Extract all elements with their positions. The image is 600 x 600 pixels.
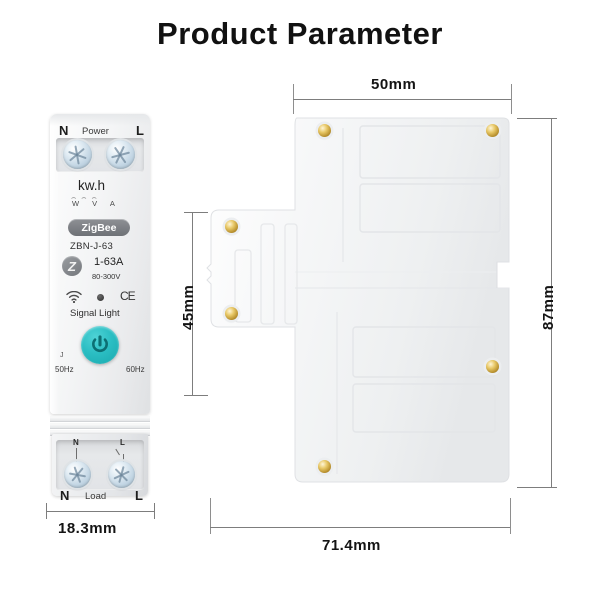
bottom-terminal-screw-n[interactable] (64, 461, 91, 488)
dim-ext-line-50mm-right (511, 84, 512, 114)
bottom-wire-line-n (76, 448, 77, 464)
bottom-terminal-load-label: Load (85, 491, 107, 502)
dim-label-total-width: 71.4mm (322, 537, 381, 554)
rivet-bottom-left (318, 460, 331, 473)
dim-tick-middle-height-top (184, 212, 208, 213)
top-terminal-power-label: Power (82, 126, 109, 137)
top-terminal-screw-n[interactable] (63, 140, 92, 169)
frequency-50hz-label: 50Hz (55, 365, 74, 374)
rivet-top-right (486, 124, 499, 137)
rivet-middle-lower (225, 307, 238, 320)
bottom-terminal-l-label: L (135, 488, 143, 503)
model-number-label: ZBN-J-63 (70, 241, 114, 252)
rivet-bottom-right (486, 360, 499, 373)
dim-label-front-width: 18.3mm (58, 520, 117, 537)
dim-tick-front-width-left (46, 503, 47, 519)
top-terminal-n-label: N (59, 123, 69, 138)
ce-mark-label: CE (120, 289, 136, 303)
signal-wifi-icon (66, 290, 82, 304)
front-view-device: N Power L kw.h ⌢⌢⌢ W V A ZigBee ZBN-J-63… (44, 104, 156, 503)
voltage-rating-label: 80-300V (92, 272, 121, 281)
power-button[interactable] (81, 326, 119, 364)
dim-ext-line-714mm-left (210, 498, 211, 534)
frequency-60hz-label: 60Hz (126, 365, 145, 374)
zigbee-logo-icon: Z (62, 256, 82, 276)
dim-tick-front-width-right (154, 503, 155, 519)
status-led-indicator (97, 294, 104, 301)
dim-tick-total-height-bottom (517, 487, 557, 488)
rivet-top-left (318, 124, 331, 137)
dim-line-total-width (210, 527, 510, 528)
bottom-terminal-n-label: N (60, 488, 70, 503)
bottom-terminal-screw-l[interactable] (108, 461, 135, 488)
dim-line-front-width (46, 511, 154, 512)
dim-ext-line-714mm-right (510, 498, 511, 534)
j-mark-label: J (60, 352, 64, 359)
side-view-device (205, 112, 515, 490)
side-view-silhouette (206, 117, 510, 483)
page-title: Product Parameter (157, 16, 443, 51)
dim-tick-total-height-top (517, 118, 557, 119)
top-terminal-screw-l[interactable] (106, 140, 135, 169)
energy-unit-label: kw.h (78, 178, 106, 193)
power-symbol-icon (92, 335, 108, 352)
signal-light-label: Signal Light (70, 308, 120, 319)
dim-line-total-height (551, 118, 552, 487)
dim-label-middle-height: 45mm (180, 284, 197, 330)
bottom-wire-n-marker: N (73, 438, 79, 447)
rivet-middle-left (225, 220, 238, 233)
dim-label-top-width: 50mm (371, 76, 417, 93)
body-top-shading (50, 114, 150, 126)
measure-units-label: W V A (72, 199, 121, 208)
dim-label-total-height: 87mm (540, 284, 557, 330)
top-terminal-l-label: L (136, 123, 144, 138)
bottom-wire-l-marker: L (120, 438, 125, 447)
bottom-wire-line-l (123, 454, 124, 464)
dim-line-top-width (293, 99, 511, 100)
zigbee-brand-badge: ZigBee (68, 219, 130, 236)
dim-line-middle-height (192, 212, 193, 395)
current-rating-label: 1-63A (94, 256, 124, 268)
dim-tick-middle-height-bottom (184, 395, 208, 396)
measure-arcs-icon: ⌢⌢⌢ (71, 193, 102, 202)
